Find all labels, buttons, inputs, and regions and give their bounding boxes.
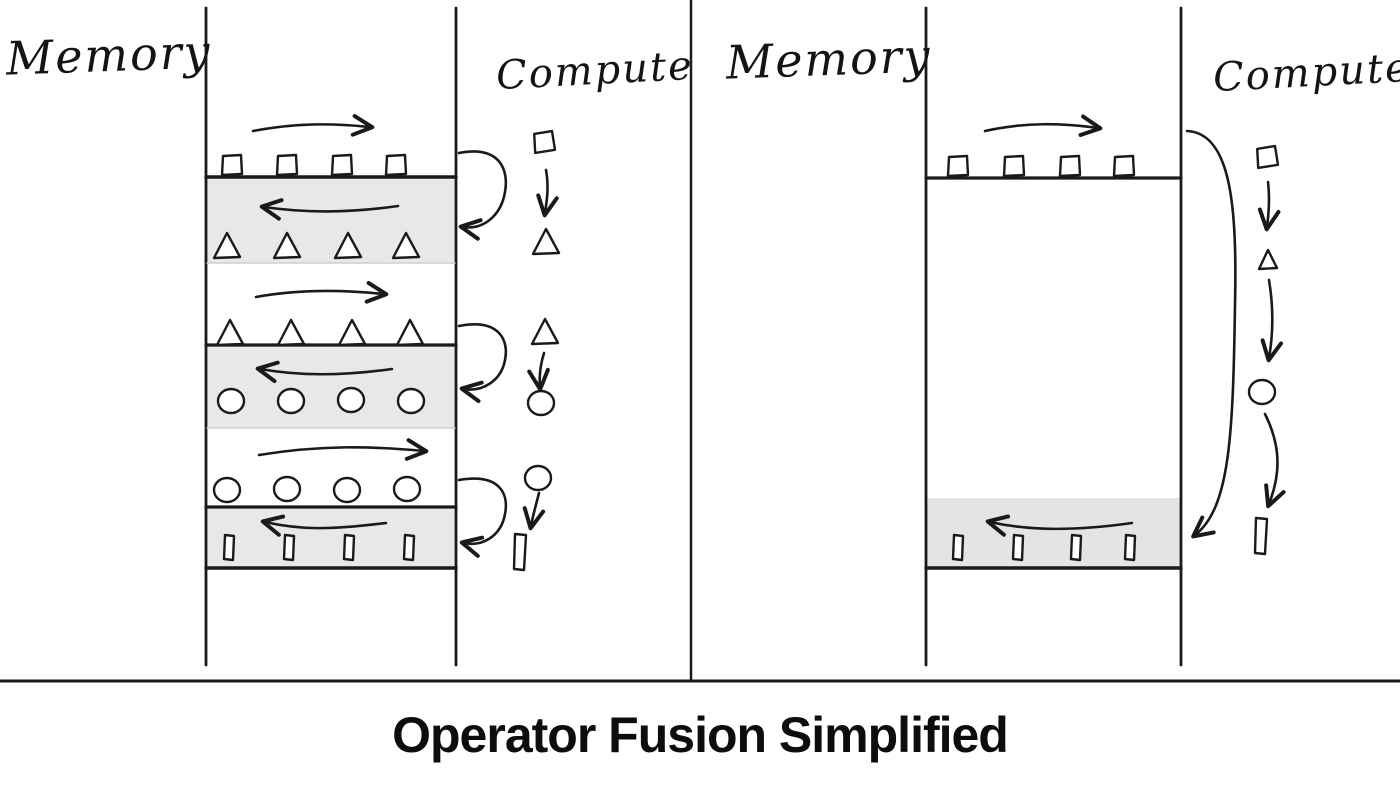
square-icon: [220, 153, 244, 177]
rectangle-icon: [342, 533, 356, 562]
square-icon: [384, 153, 408, 177]
write-band-2: [207, 346, 455, 428]
read-arrow: [983, 114, 1103, 138]
rectangle-icon: [951, 533, 965, 562]
op-arrow-down: [1263, 412, 1286, 509]
write-arrow-2: [255, 360, 394, 384]
rectangle-icon: [402, 533, 416, 562]
right-compute-column: [1247, 144, 1286, 556]
rectangle-icon: [1123, 533, 1137, 562]
circle-op-icon: [526, 389, 556, 417]
roundtrip-loop-3: [457, 477, 508, 558]
read-arrow-3: [257, 438, 429, 461]
rectangle-icon: [282, 533, 296, 562]
square-icon: [1002, 154, 1026, 178]
circle-icon: [396, 387, 426, 415]
triangle-icon: [337, 318, 367, 347]
squares-row: [946, 154, 1136, 178]
circle-op-icon: [523, 464, 553, 492]
read-arrow-1: [251, 114, 375, 137]
square-op-icon: [1254, 144, 1280, 170]
left-compute-column: [512, 129, 561, 572]
triangle-op-icon: [531, 227, 561, 256]
memory-label-right: Memory: [725, 28, 933, 90]
write-arrow-3: [260, 514, 388, 537]
roundtrip-loop-1: [457, 150, 508, 241]
circle-icon: [216, 387, 246, 415]
circle-icon: [332, 476, 362, 504]
triangle-op-icon: [1257, 248, 1279, 271]
triangle-op-icon: [530, 317, 560, 346]
circle-op-icon: [1247, 378, 1277, 406]
rectangle-icon: [222, 533, 236, 562]
square-icon: [275, 153, 299, 177]
fused-roundtrip-loop: [1185, 129, 1237, 539]
square-icon: [946, 154, 970, 178]
right-panel: [924, 6, 1286, 667]
circle-icon: [272, 475, 302, 503]
triangle-icon: [215, 318, 245, 347]
triangle-icon: [276, 318, 306, 347]
op-arrow-down: [527, 351, 550, 392]
rectangle-op-icon: [512, 532, 528, 572]
compute-label-right: Compute: [1211, 44, 1400, 102]
op-arrow-down: [522, 491, 546, 531]
write-arrow-1: [259, 198, 400, 221]
rectangle-icon: [1069, 533, 1083, 562]
memory-label-left: Memory: [5, 24, 213, 86]
square-icon: [330, 153, 354, 177]
write-arrow: [985, 514, 1134, 537]
square-icon: [1112, 154, 1136, 178]
circle-icon: [212, 476, 242, 504]
squares-row: [220, 153, 408, 177]
roundtrip-loop-2: [457, 323, 508, 404]
circle-icon: [336, 386, 366, 414]
circle-icon: [392, 475, 422, 503]
triangles-row-in: [215, 318, 425, 347]
op-arrow-down: [536, 168, 559, 218]
triangle-icon: [395, 318, 425, 347]
op-arrow-down: [1260, 278, 1284, 363]
circles-row-in: [212, 475, 422, 504]
circle-icon: [276, 387, 306, 415]
write-band-3: [207, 508, 455, 568]
read-arrow-2: [254, 281, 389, 304]
write-band-1: [207, 178, 455, 263]
left-memory-bands: [207, 178, 455, 568]
square-op-icon: [531, 129, 557, 155]
rectangle-op-icon: [1253, 516, 1269, 556]
square-icon: [1058, 154, 1082, 178]
page-title: Operator Fusion Simplified: [392, 707, 1009, 763]
left-panel: [204, 6, 561, 667]
op-arrow-down: [1257, 180, 1281, 232]
fused-write-band: [927, 498, 1180, 568]
rectangle-icon: [1011, 533, 1025, 562]
